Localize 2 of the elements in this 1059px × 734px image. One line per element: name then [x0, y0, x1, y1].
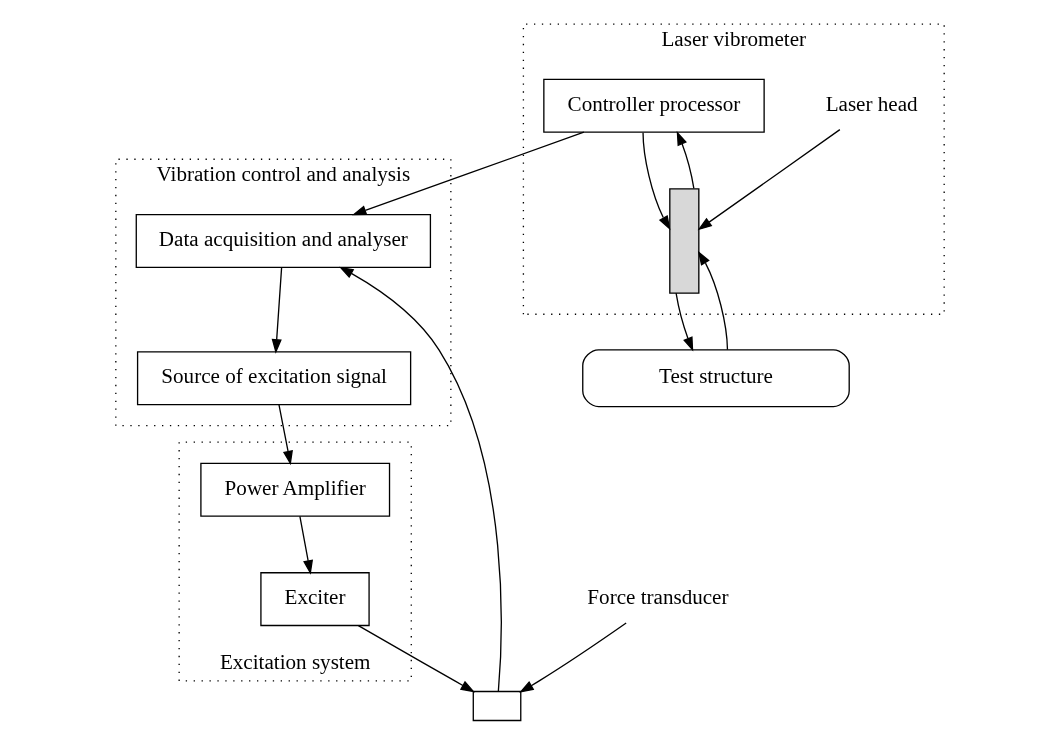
- node-text: Force transducer: [586, 585, 729, 610]
- node-text: Laser head: [825, 91, 918, 116]
